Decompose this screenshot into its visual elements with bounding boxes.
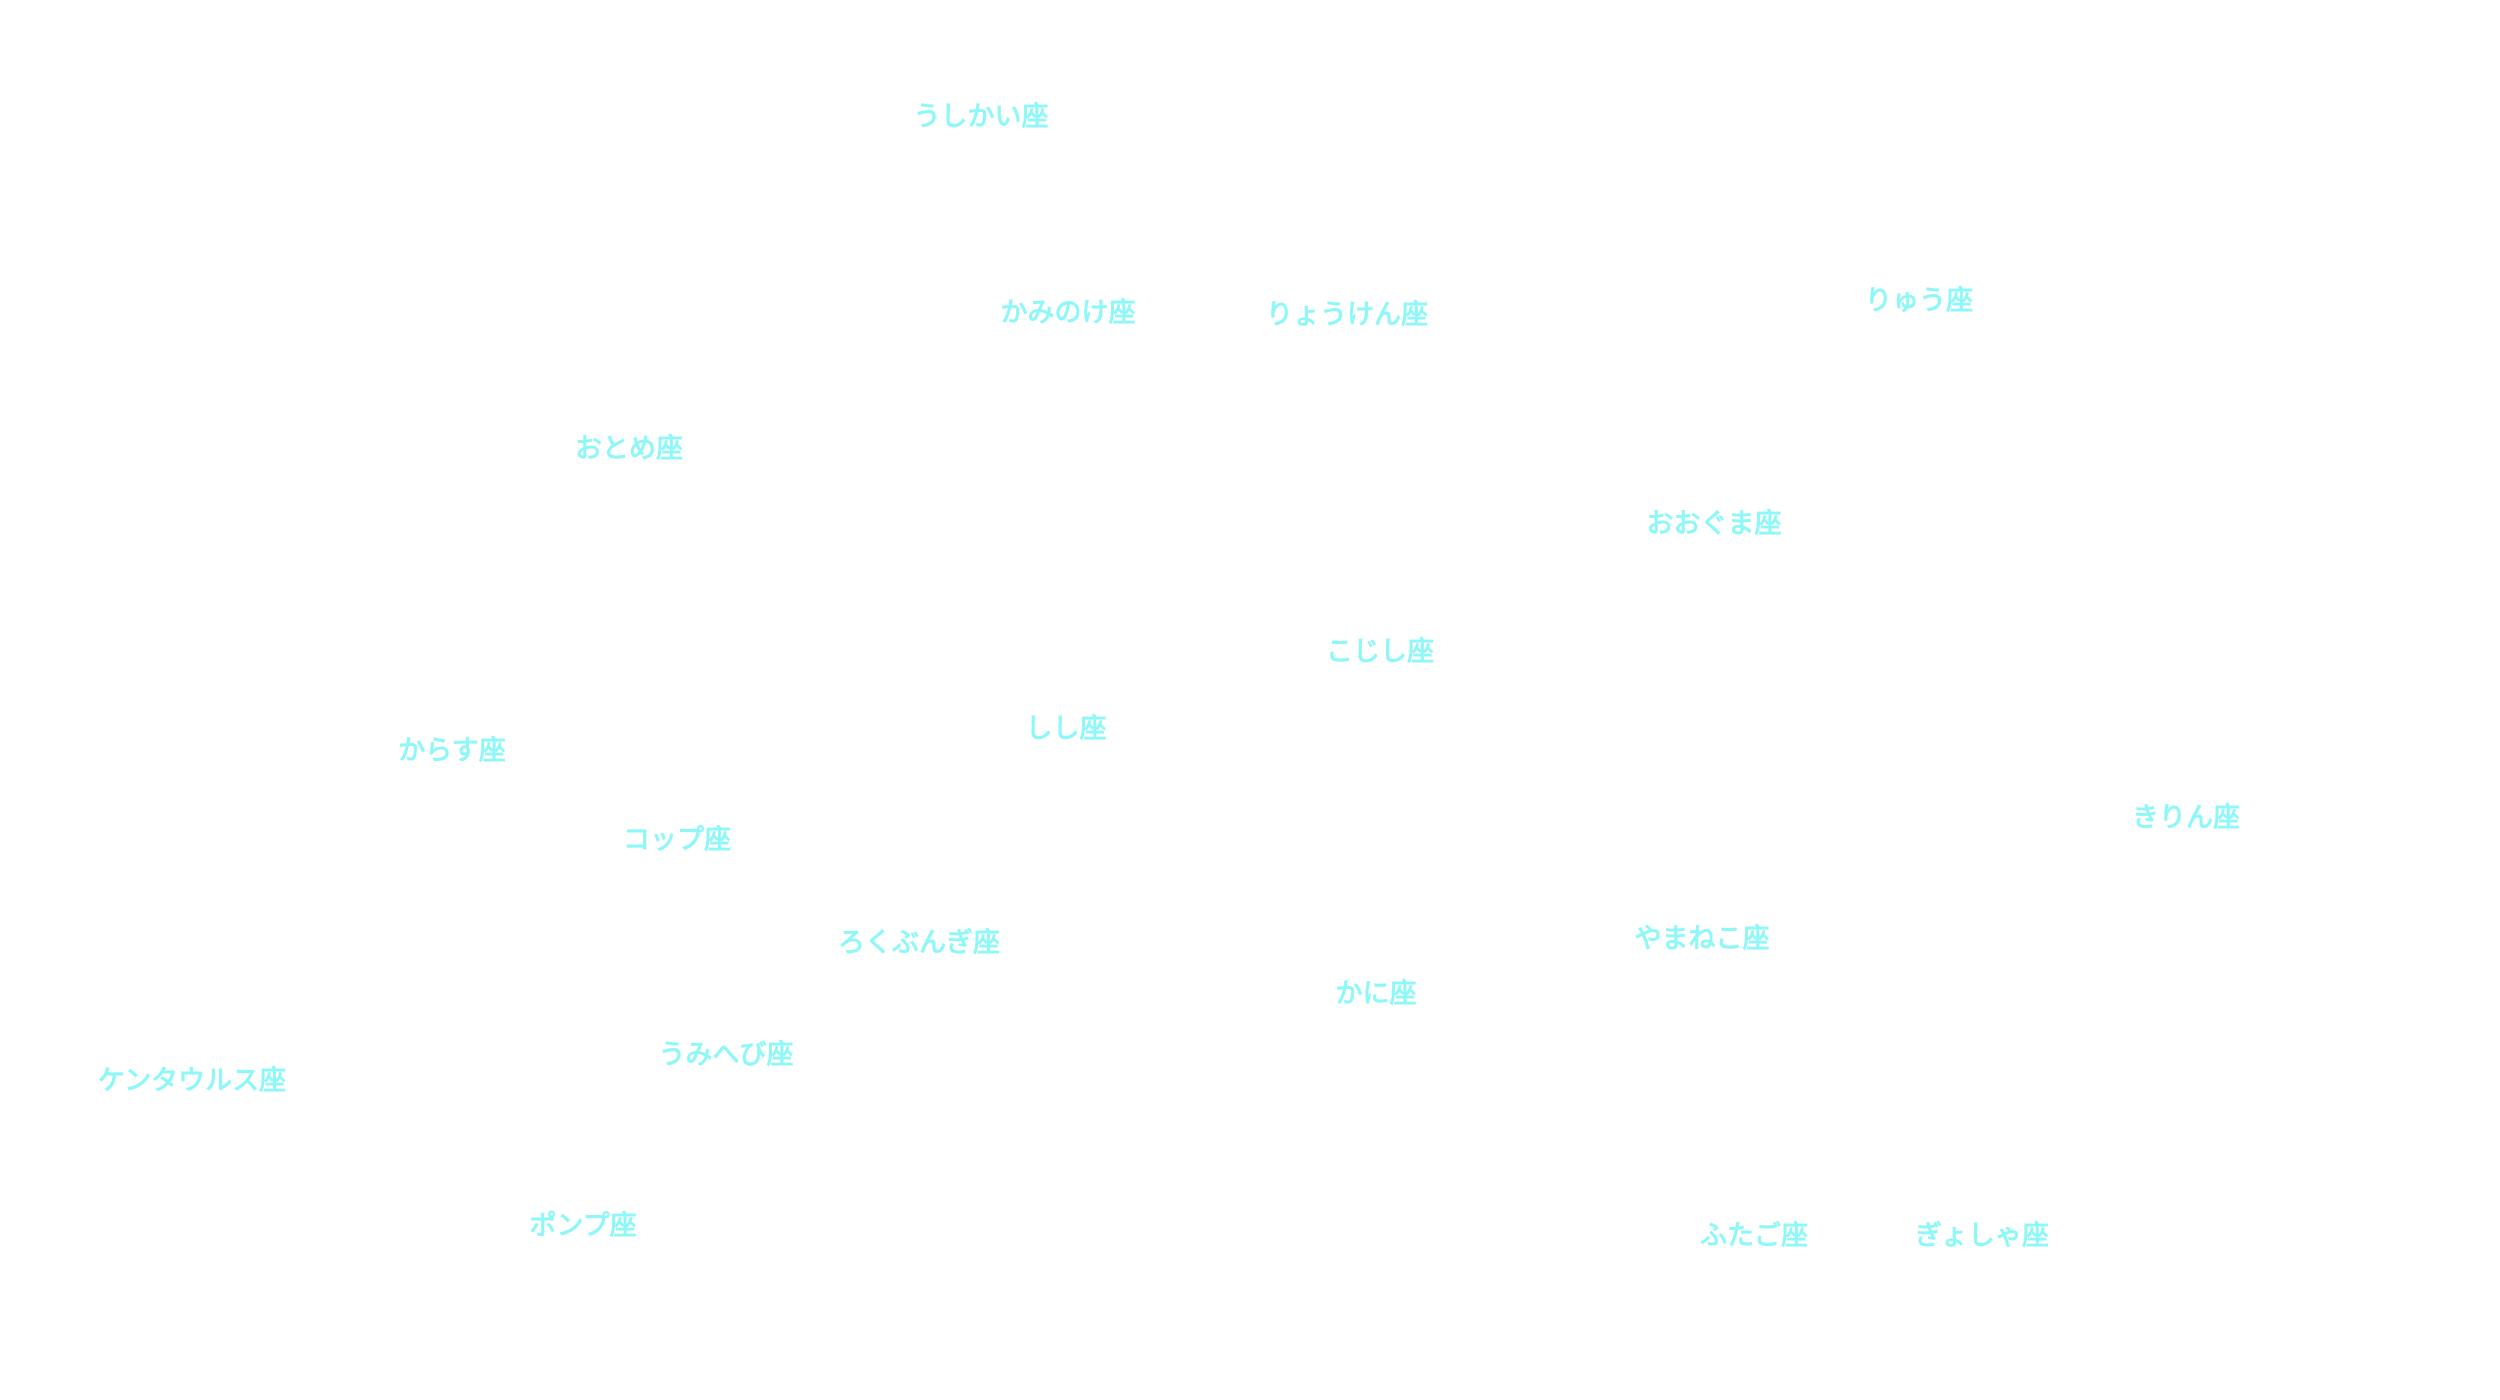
constellation-label-sextans[interactable]: ろくぶんぎ座 (838, 927, 1000, 959)
constellation-label-bootes[interactable]: うしかい座 (913, 101, 1049, 133)
constellation-label-centaurus[interactable]: ケンタウルス座 (97, 1065, 287, 1097)
constellation-label-camelopardalis[interactable]: きりん座 (2132, 802, 2240, 834)
constellation-label-antlia[interactable]: ポンプ座 (529, 1210, 637, 1242)
constellation-label-crater[interactable]: コップ座 (623, 824, 731, 856)
constellation-label-coma-berenices[interactable]: かみのけ座 (1000, 297, 1136, 329)
constellation-label-cancer[interactable]: かに座 (1335, 978, 1417, 1010)
constellation-label-ursa-major[interactable]: おおぐま座 (1646, 508, 1782, 540)
constellation-label-canes-venatici[interactable]: りょうけん座 (1266, 299, 1428, 331)
constellation-label-hydra[interactable]: うみへび座 (658, 1039, 794, 1071)
constellation-label-leo-minor[interactable]: こじし座 (1326, 636, 1434, 668)
constellation-label-leo[interactable]: しし座 (1025, 713, 1107, 745)
constellation-label-draco[interactable]: りゅう座 (1865, 285, 1973, 317)
constellation-label-auriga[interactable]: ぎょしゃ座 (1915, 1220, 2049, 1252)
constellation-label-corvus[interactable]: からす座 (398, 735, 506, 767)
constellation-label-virgo[interactable]: おとめ座 (575, 433, 683, 465)
constellation-label-lynx[interactable]: やまねこ座 (1634, 923, 1770, 955)
constellation-label-gemini[interactable]: ふたご座 (1700, 1220, 1808, 1252)
